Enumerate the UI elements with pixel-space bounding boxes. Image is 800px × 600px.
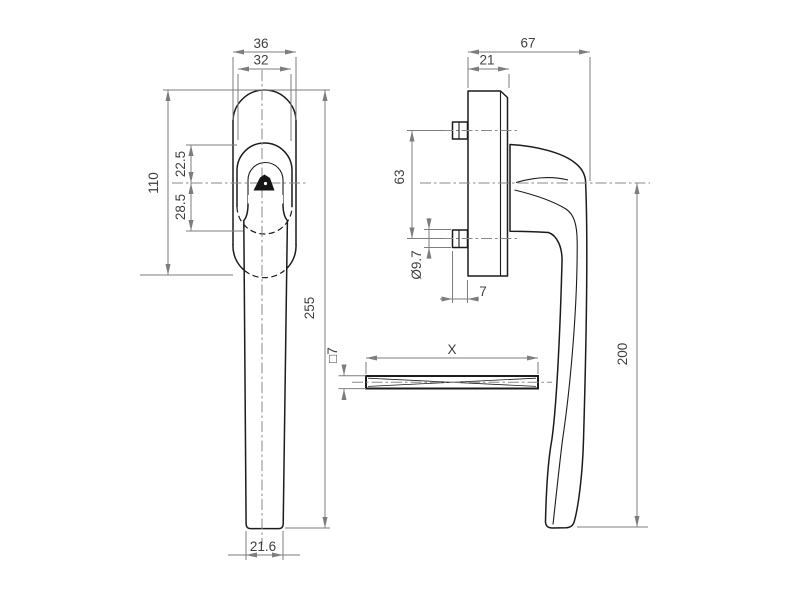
rosette-bottom-hidden-edge xyxy=(244,270,285,279)
handle-crease-upper xyxy=(515,176,569,184)
dim-side-overall-depth: 67 xyxy=(520,36,535,51)
dim-spindle-length: X xyxy=(447,342,456,357)
boss-arch xyxy=(247,161,284,204)
dim-front-grip-width: 21.6 xyxy=(250,539,276,554)
boss-bottom-hidden-edge xyxy=(236,206,293,235)
handle-side-outline xyxy=(509,143,588,529)
dim-side-rosette-depth: 21 xyxy=(479,53,494,68)
pin-lower xyxy=(451,229,469,249)
dim-side-pin-diameter: Ø9.7 xyxy=(409,250,424,279)
dim-front-rosette-height: 110 xyxy=(146,172,161,194)
dim-spindle-square: □7 xyxy=(325,347,340,363)
dim-front-inner-width: 32 xyxy=(253,53,268,68)
spindle-hole-fill xyxy=(253,174,275,191)
side-view xyxy=(451,90,588,529)
pin-upper xyxy=(451,121,469,140)
dim-front-overall-length: 255 xyxy=(302,297,317,320)
dim-front-offset-top: 22.5 xyxy=(173,151,188,177)
centerlines xyxy=(172,70,650,545)
spindle-hole xyxy=(253,174,275,191)
rosette-bottom-left-arc xyxy=(232,243,246,272)
dim-side-pin-spacing: 63 xyxy=(392,169,407,184)
grip-front-fill xyxy=(243,195,288,529)
dimension-labels: 36 32 110 22.5 28.5 255 21.6 67 21 63 Ø9… xyxy=(146,36,630,555)
spindle-hole-highlight xyxy=(263,181,268,186)
dim-front-offset-bottom: 28.5 xyxy=(173,194,188,220)
boss-outline xyxy=(236,142,293,208)
dim-side-pin-protrusion: 7 xyxy=(479,284,487,299)
dim-side-handle-drop: 200 xyxy=(615,343,630,366)
grip-front-outline xyxy=(243,203,289,530)
handle-crease-lower xyxy=(514,189,578,525)
dimension-lines xyxy=(165,49,640,558)
front-view xyxy=(232,89,297,530)
dim-front-outer-width: 36 xyxy=(253,36,268,51)
